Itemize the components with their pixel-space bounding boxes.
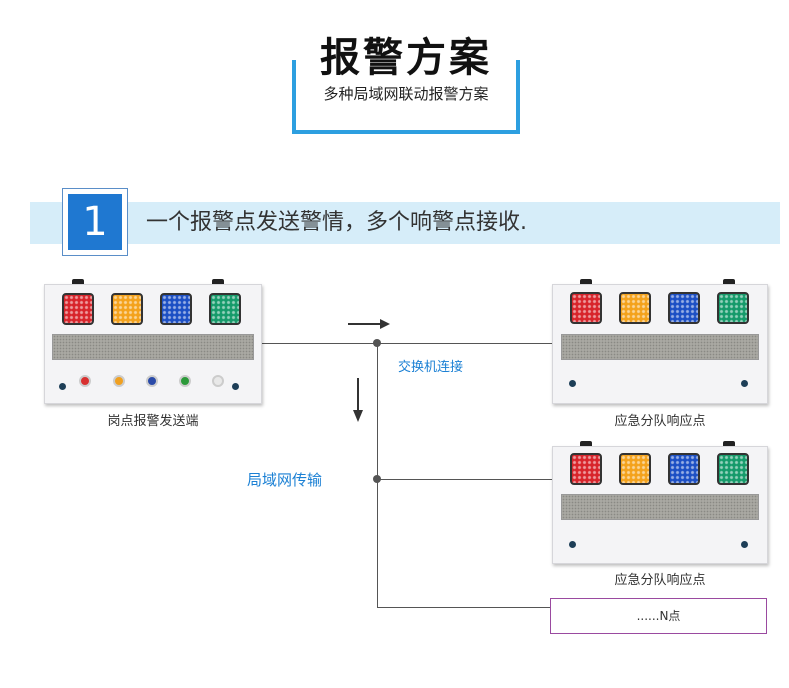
- red-button: [79, 375, 91, 387]
- switch-label: 交换机连接: [398, 360, 464, 375]
- link-line-top: [262, 343, 552, 344]
- panel-clip: [212, 279, 224, 286]
- yellow-lamp: [619, 453, 651, 485]
- panel-clip: [723, 441, 735, 448]
- red-lamp: [570, 453, 602, 485]
- led-display: [561, 494, 759, 520]
- led-display: [52, 334, 254, 360]
- indicator-dot: [232, 383, 239, 390]
- section-number: 1: [68, 194, 122, 250]
- indicator-dot: [741, 541, 748, 548]
- sender-label: 岗点报警发送端: [107, 414, 199, 429]
- arrow-right-icon: [348, 319, 390, 329]
- blue-button: [146, 375, 158, 387]
- section-description: 一个报警点发送警情，多个响警点接收.: [146, 210, 527, 235]
- red-lamp: [62, 293, 94, 325]
- receiver2-label: 应急分队响应点: [614, 573, 706, 588]
- lan-node: [373, 475, 381, 483]
- green-button: [179, 375, 191, 387]
- green-lamp: [717, 292, 749, 324]
- panel-clip: [723, 279, 735, 286]
- white-button: [212, 375, 224, 387]
- page-subtitle: 多种局域网联动报警方案: [300, 82, 512, 106]
- header-frame: [292, 60, 520, 134]
- link-line-bottom: [377, 607, 551, 608]
- led-display: [561, 334, 759, 360]
- panel-clip: [72, 279, 84, 286]
- switch-node: [373, 339, 381, 347]
- receiver1-label: 应急分队响应点: [614, 414, 706, 429]
- page-title: 报警方案: [320, 35, 492, 81]
- yellow-lamp: [111, 293, 143, 325]
- arrow-down-icon: [353, 378, 363, 422]
- green-lamp: [209, 293, 241, 325]
- red-lamp: [570, 292, 602, 324]
- lan-label: 局域网传输: [247, 471, 323, 489]
- n-point-box: ......N点: [550, 598, 767, 634]
- green-lamp: [717, 453, 749, 485]
- panel-clip: [580, 441, 592, 448]
- indicator-dot: [59, 383, 66, 390]
- yellow-lamp: [619, 292, 651, 324]
- yellow-button: [113, 375, 125, 387]
- indicator-dot: [569, 541, 576, 548]
- indicator-dot: [741, 380, 748, 387]
- link-line-middle: [377, 479, 552, 480]
- blue-lamp: [668, 453, 700, 485]
- blue-lamp: [160, 293, 192, 325]
- panel-clip: [580, 279, 592, 286]
- blue-lamp: [668, 292, 700, 324]
- indicator-dot: [569, 380, 576, 387]
- section-banner: [30, 202, 780, 244]
